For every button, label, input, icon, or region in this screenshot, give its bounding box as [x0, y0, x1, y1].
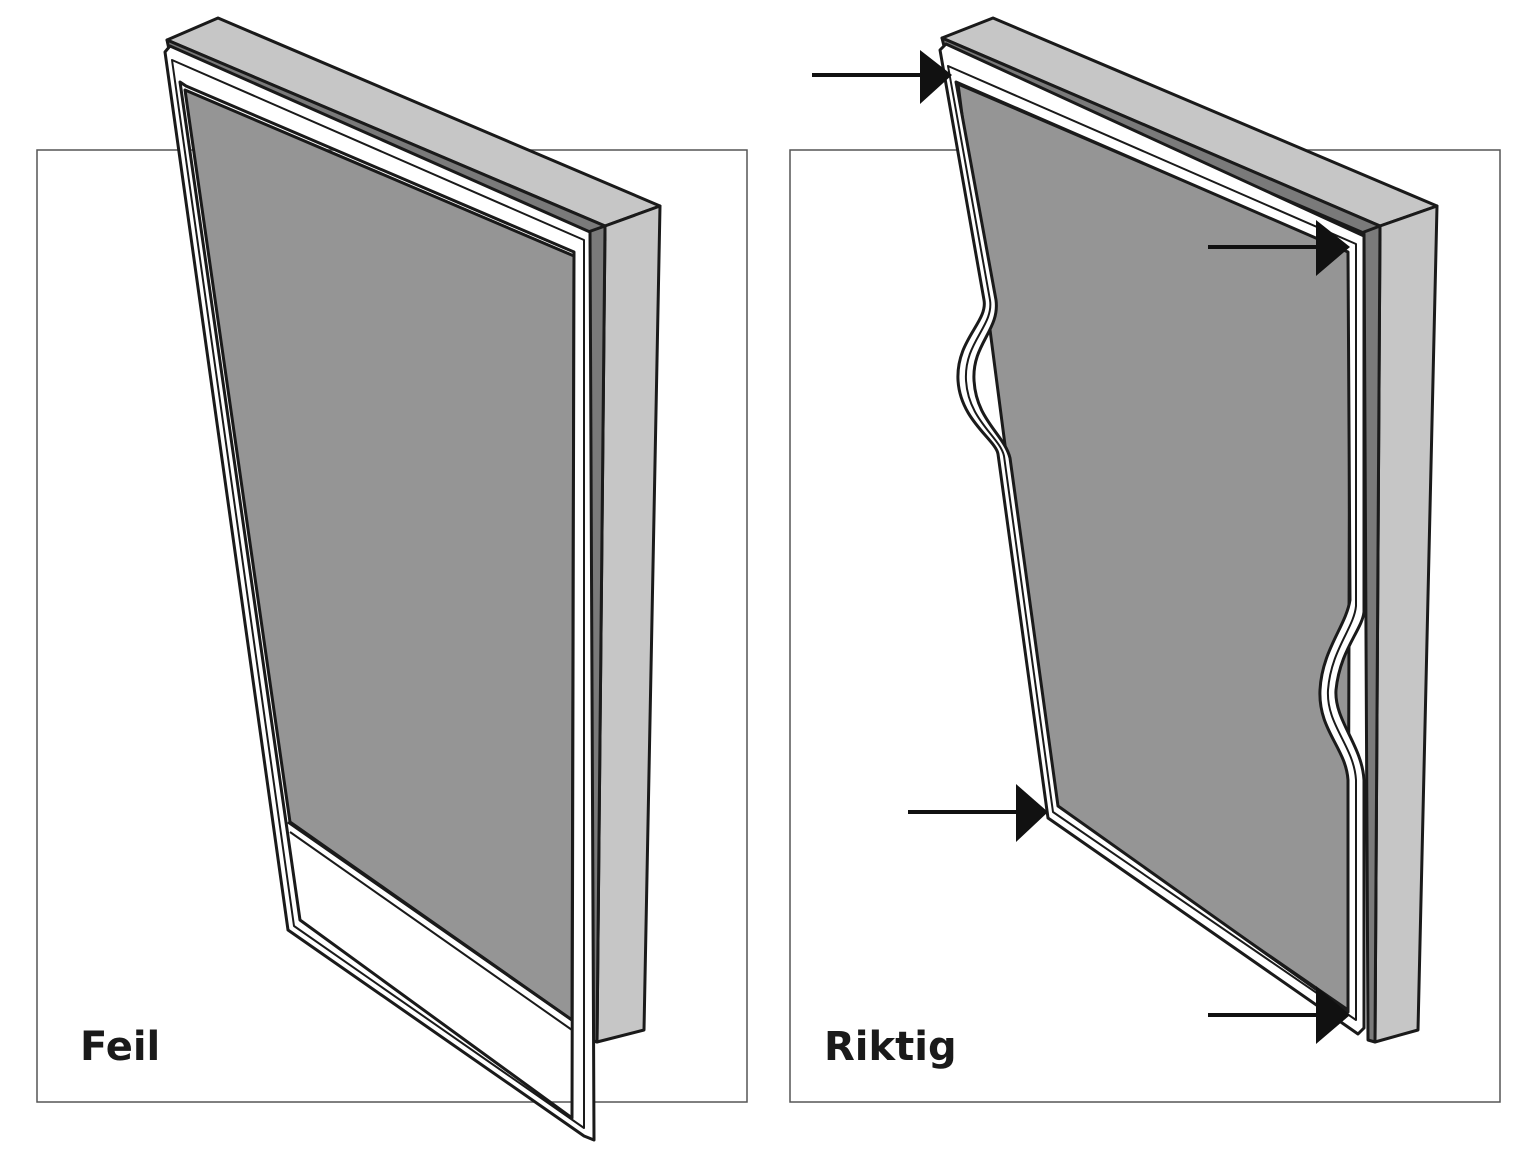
label-right: Riktig — [824, 1024, 957, 1070]
press-arrows — [812, 50, 1350, 1044]
arrow-top-left — [812, 50, 952, 104]
panel-right: Riktig — [789, 16, 1501, 1103]
arrow-top-right — [1208, 220, 1350, 276]
frame-right — [940, 16, 1439, 1044]
arrow-bottom-right — [1208, 986, 1350, 1044]
gasket-wrong — [163, 44, 596, 1142]
gasket-right — [938, 42, 1366, 1036]
label-wrong: Feil — [80, 1024, 160, 1070]
panel-wrong: Feil — [36, 16, 748, 1142]
screen-wrong — [183, 88, 576, 1031]
arrow-bottom-left — [908, 784, 1048, 842]
